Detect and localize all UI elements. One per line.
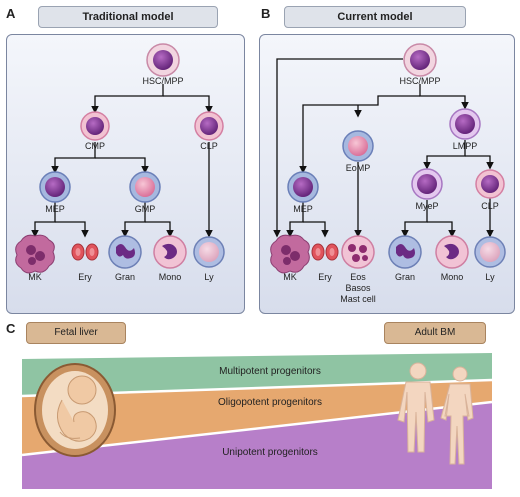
b-basos-label: Basos (345, 283, 371, 293)
b-mk-cell (270, 234, 310, 274)
b-mast-label: Mast cell (340, 294, 376, 304)
a-ly-cell (193, 236, 225, 268)
b-ery-cell (311, 243, 339, 261)
panel-c-letter: C (6, 321, 16, 336)
a-ery-label: Ery (78, 272, 92, 282)
b-lmpp-cell (449, 108, 481, 140)
b-mep-label: MEP (293, 204, 313, 214)
fetal-liver-label: Fetal liver (26, 322, 126, 344)
a-mono-cell (153, 235, 187, 269)
band-unipotent-label: Unipotent progenitors (222, 447, 318, 458)
b-myep-label: MyeP (415, 201, 439, 211)
a-gran-label: Gran (114, 272, 135, 282)
b-gran-cell (388, 235, 422, 269)
b-clp-cell (475, 169, 505, 199)
a-mk-cell (15, 234, 55, 274)
b-ly-cell (474, 236, 506, 268)
b-eomp-label: EoMP (345, 163, 371, 173)
b-eomp-cell (342, 130, 374, 162)
adult-figures (397, 362, 474, 465)
b-ery-label: Ery (318, 272, 332, 282)
a-clp-label: CLP (200, 141, 218, 151)
b-ly-label: Ly (485, 272, 495, 282)
b-mono-cell (435, 235, 469, 269)
a-cmp-cell (80, 111, 110, 141)
panel-b-letter: B (261, 6, 271, 21)
a-mono-label: Mono (158, 272, 182, 282)
b-hsc-label: HSC/MPP (399, 76, 441, 86)
a-mk-label: MK (28, 272, 42, 282)
b-eos-cell (341, 235, 375, 269)
panel-a-letter: A (6, 6, 16, 21)
adult-bm-label: Adult BM (384, 322, 486, 344)
b-hsc-cell (403, 43, 437, 77)
a-hsc-cell (146, 43, 180, 77)
a-ery-cell (71, 243, 99, 261)
band-multipotent-label: Multipotent progenitors (219, 366, 321, 377)
panel-a-title: Traditional model (38, 6, 218, 28)
b-mk-label: MK (283, 272, 297, 282)
b-gran-label: Gran (394, 272, 415, 282)
band-oligopotent-label: Oligopotent progenitors (218, 397, 322, 408)
a-ly-label: Ly (204, 272, 214, 282)
b-mono-label: Mono (440, 272, 464, 282)
a-mep-label: MEP (45, 204, 65, 214)
a-cmp-label: CMP (85, 141, 105, 151)
b-eos-label: Eos (350, 272, 366, 282)
b-lmpp-label: LMPP (452, 141, 478, 151)
a-clp-cell (194, 111, 224, 141)
b-clp-label: CLP (481, 201, 499, 211)
a-hsc-label: HSC/MPP (142, 76, 184, 86)
a-gran-cell (108, 235, 142, 269)
panel-b-title: Current model (284, 6, 466, 28)
b-myep-cell (411, 168, 443, 200)
b-mep-cell (287, 171, 319, 203)
fetus-illustration (34, 363, 116, 457)
a-gmp-cell (129, 171, 161, 203)
a-mep-cell (39, 171, 71, 203)
a-gmp-label: GMP (134, 204, 156, 214)
